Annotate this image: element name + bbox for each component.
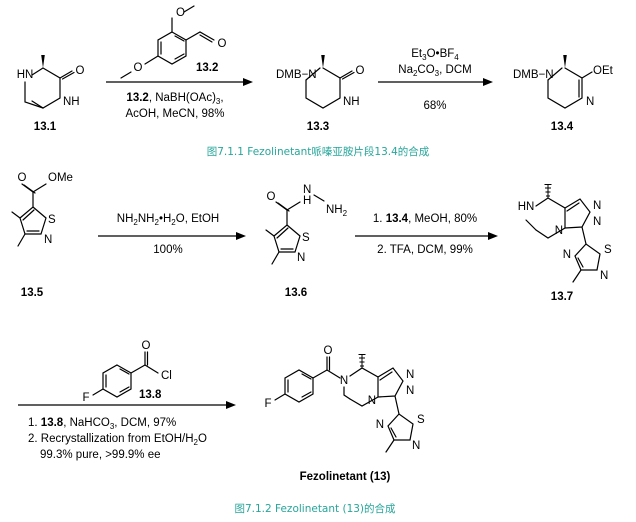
arrowhead-2 — [483, 78, 493, 86]
atom-n-d: N — [412, 440, 420, 452]
compound-label-13-6: 13.6 — [285, 287, 307, 299]
conditions-2-yield: 68% — [423, 100, 446, 112]
compound-13-7: HN N N S N N N 13.7 — [518, 184, 612, 303]
compound-label-13-1: 13.1 — [34, 121, 57, 133]
atom-n-amide: N — [340, 375, 348, 387]
atom-nh: NH — [343, 96, 360, 108]
atom-n-ring: N — [368, 395, 376, 407]
compound-label-13-4: 13.4 — [551, 121, 574, 133]
atom-o: O — [142, 340, 151, 352]
arrowhead-4 — [488, 232, 498, 240]
atom-o: O — [267, 191, 276, 203]
conditions-5-line1: 1. 13.8, NaHCO3, DCM, 97% — [28, 417, 176, 431]
atom-n-c: N — [376, 419, 384, 431]
atom-dmb-n: DMB−N — [513, 69, 554, 81]
product-label: Fezolinetant (13) — [300, 471, 391, 483]
conditions-3-yield: 100% — [153, 244, 182, 256]
atom-n-c: N — [563, 249, 571, 261]
compound-13-3: DMB−N O NH 13.3 — [276, 55, 365, 133]
conditions-4-line1: 1. 13.4, MeOH, 80% — [373, 213, 477, 225]
reagent-13-2: O O O 13.2 — [120, 5, 227, 79]
atom-o: O — [76, 65, 85, 77]
atom-ome-top: O — [176, 7, 185, 19]
atom-hn: HN — [518, 201, 535, 213]
atom-s: S — [48, 214, 56, 226]
atom-n: N — [297, 252, 305, 264]
atom-f: F — [82, 392, 89, 404]
conditions-2-line1: Et3O•BF4 — [411, 48, 459, 62]
atom-hn: HN — [17, 69, 34, 81]
reagent-13-8: O Cl F 13.8 — [82, 340, 171, 404]
atom-ome: OMe — [48, 172, 73, 184]
atom-cho-o: O — [218, 38, 227, 50]
atom-n-hydrazide: N — [303, 184, 311, 196]
conditions-1-line2: AcOH, MeCN, 98% — [125, 108, 224, 120]
atom-dmb-n: DMB−N — [276, 69, 317, 81]
atom-nh: NH — [63, 96, 80, 108]
atom-cl: Cl — [161, 370, 172, 382]
caption-7-1-2: 图7.1.2 Fezolinetant (13)的合成 — [234, 502, 396, 515]
conditions-2-line2: Na2CO3, DCM — [398, 64, 471, 78]
atom-n-a: N — [593, 200, 601, 212]
reagent-label-13-2: 13.2 — [196, 62, 218, 74]
compound-label-13-5: 13.5 — [21, 287, 44, 299]
compound-label-13-3: 13.3 — [307, 121, 329, 133]
reagent-label-13-8: 13.8 — [139, 389, 162, 401]
conditions-1-line1: 13.2, NaBH(OAc)3, — [126, 92, 223, 106]
compound-13-6: O H N NH2 S N 13.6 — [265, 184, 348, 299]
compound-13-1: HN O NH 13.1 — [17, 55, 85, 133]
atom-oet: OEt — [593, 65, 614, 77]
compound-label-13-7: 13.7 — [551, 291, 573, 303]
atom-n-b: N — [593, 216, 601, 228]
atom-o: O — [356, 65, 365, 77]
atom-o: O — [18, 172, 27, 184]
conditions-4-line2: 2. TFA, DCM, 99% — [377, 244, 473, 256]
compound-13-5: O OMe S N 13.5 — [11, 172, 73, 299]
atom-n-d: N — [600, 270, 608, 282]
compound-13-4: DMB−N OEt N 13.4 — [513, 55, 614, 133]
atom-n-a: N — [406, 369, 414, 381]
atom-n-b: N — [406, 385, 414, 397]
atom-s: S — [302, 232, 310, 244]
arrowhead-3 — [236, 232, 246, 240]
atom-s: S — [604, 244, 612, 256]
atom-nh: H — [303, 195, 311, 207]
conditions-5-line2: 2. Recrystallization from EtOH/H2O — [28, 433, 207, 447]
arrowhead-1 — [243, 78, 253, 86]
atom-ome-bottom: O — [134, 62, 143, 74]
caption-7-1-1: 图7.1.1 Fezolinetant哌嗪亚胺片段13.4的合成 — [207, 145, 430, 158]
atom-n: N — [586, 96, 594, 108]
atom-n: N — [44, 234, 52, 246]
conditions-3-line1: NH2NH2•H2O, EtOH — [117, 213, 219, 227]
atom-nh2: NH2 — [326, 204, 348, 218]
atom-f: F — [264, 398, 271, 410]
atom-n-ring: N — [555, 225, 563, 237]
arrowhead-5 — [226, 401, 236, 409]
atom-o: O — [324, 345, 333, 357]
conditions-5-line3: 99.3% pure, >99.9% ee — [40, 449, 161, 461]
atom-s: S — [417, 414, 425, 426]
product-fezolinetant: F O N N N N S N N Fezolinetant (13) — [264, 345, 425, 483]
